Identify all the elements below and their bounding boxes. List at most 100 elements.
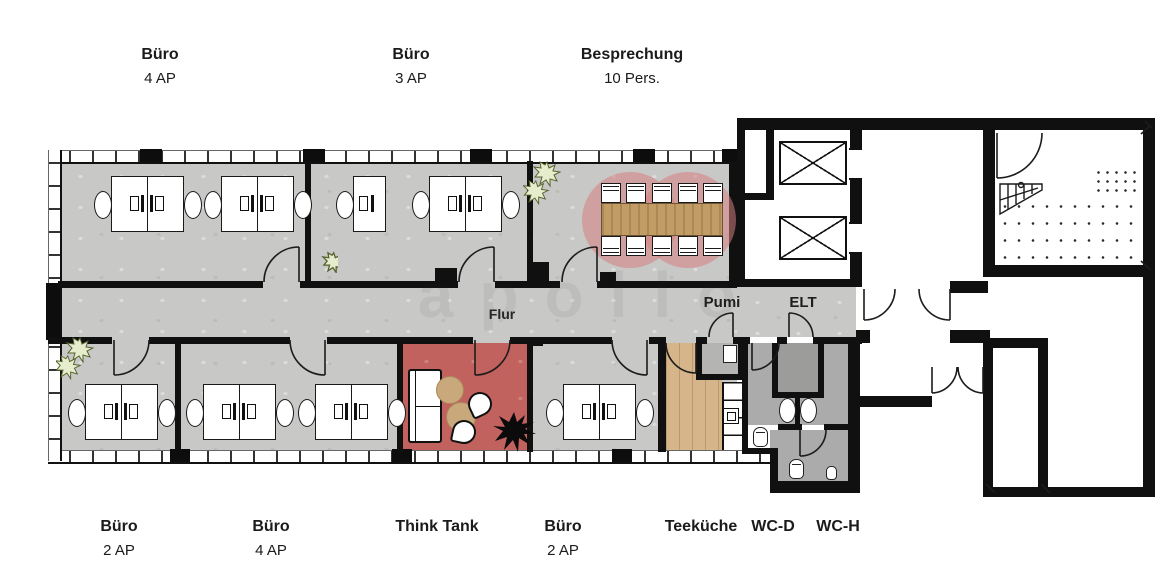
wall (813, 337, 862, 344)
wall (510, 337, 612, 344)
meeting-chair-icon (626, 236, 646, 256)
room-label-wc-d: WC-D (751, 518, 795, 542)
room-label-title: Think Tank (395, 518, 479, 535)
monitor-icon (247, 404, 256, 419)
room-label-buero-3ap: Büro 3 AP (392, 46, 429, 87)
meeting-chair-icon (626, 183, 646, 203)
facade-pier (140, 149, 162, 162)
pouf-icon (436, 376, 464, 404)
monitor-icon (242, 403, 245, 420)
wall (175, 343, 181, 451)
monitor-icon (334, 404, 343, 419)
wall (983, 338, 1048, 348)
wall (772, 343, 778, 398)
facade-pier (722, 149, 740, 162)
office-chair-icon (502, 191, 520, 219)
monitor-icon (124, 403, 127, 420)
office-chair-icon (388, 399, 406, 427)
wall (738, 337, 744, 380)
monitor-icon (448, 196, 457, 211)
facade-pier (612, 449, 632, 462)
room-label-buero-4ap-bottom: Büro 4 AP (252, 518, 289, 559)
corridor-floor (737, 287, 856, 337)
wall (737, 118, 1155, 130)
desk-icon (599, 384, 636, 440)
elt-floor (778, 343, 818, 392)
desk-pair (94, 176, 202, 232)
elevator-shaft-icon (779, 216, 847, 260)
wall (305, 161, 311, 288)
wall (857, 396, 932, 407)
stairwell-demolition-dots (1094, 168, 1140, 198)
room-label-wc-h: WC-H (816, 518, 860, 542)
monitor-icon (222, 404, 231, 419)
facade-pier (470, 149, 492, 162)
wall (983, 338, 993, 497)
office-chair-icon (158, 399, 176, 427)
wall (527, 161, 533, 288)
room-label-pumi: Pumi (703, 294, 741, 311)
monitor-icon (233, 403, 236, 420)
monitor-icon (582, 404, 591, 419)
room-label-buero-2ap-left: Büro 2 AP (100, 518, 137, 559)
monitor-icon (265, 196, 274, 211)
washbasin-icon (779, 398, 796, 423)
monitor-icon (593, 403, 596, 420)
meeting-table (601, 203, 723, 236)
wall (1038, 338, 1048, 497)
wall-pier (600, 272, 616, 287)
room-label-sub: 2 AP (547, 542, 579, 559)
wall (742, 448, 778, 454)
wall-pier (529, 337, 543, 346)
room-label-title: Büro (392, 46, 430, 63)
room-label-flur: Flur (488, 306, 516, 322)
wall (770, 448, 778, 488)
window-band-top (48, 150, 737, 164)
monitor-icon (473, 196, 482, 211)
wall (824, 424, 850, 430)
desk-pair (204, 176, 312, 232)
monitor-icon (115, 403, 118, 420)
wall (983, 265, 1155, 277)
desk-icon (239, 384, 276, 440)
monitor-icon (607, 404, 616, 419)
monitor-icon (129, 404, 138, 419)
desk-pair (412, 176, 520, 232)
monitor-icon (251, 195, 254, 212)
room-label-title: Teeküche (664, 518, 738, 535)
wall (1143, 118, 1155, 497)
facade-pier (46, 283, 60, 340)
room-label-buero-2ap-right: Büro 2 AP (544, 518, 581, 559)
room-label-sub: 2 AP (103, 542, 135, 559)
monitor-icon (468, 195, 471, 212)
monitor-icon (240, 196, 249, 211)
door-arc (918, 288, 951, 321)
wall (778, 424, 802, 430)
office-chair-icon (336, 191, 354, 219)
monitor-icon (155, 196, 164, 211)
room-label-sub: 4 AP (144, 70, 176, 87)
meeting-chair-icon (601, 183, 621, 203)
meeting-chair-icon (652, 183, 672, 203)
desk-icon (147, 176, 184, 232)
desk-icon (353, 176, 386, 232)
monitor-icon (359, 196, 368, 211)
room-label-sub: 3 AP (395, 70, 427, 87)
office-chair-icon (68, 399, 86, 427)
wall (696, 337, 702, 380)
wall (983, 130, 995, 277)
monitor-icon (459, 195, 462, 212)
elevator-door-icon (849, 222, 862, 254)
door-arc (931, 366, 958, 394)
monitor-icon (150, 195, 153, 212)
desk-icon (351, 384, 388, 440)
office-chair-icon (184, 191, 202, 219)
door-arc (957, 366, 984, 394)
desk-pair (298, 384, 406, 440)
office-chair-icon (546, 399, 564, 427)
room-label-title: Büro (252, 518, 290, 535)
room-label-teekueche: Teeküche (665, 518, 738, 542)
monitor-icon (354, 403, 357, 420)
monitor-icon (359, 404, 368, 419)
